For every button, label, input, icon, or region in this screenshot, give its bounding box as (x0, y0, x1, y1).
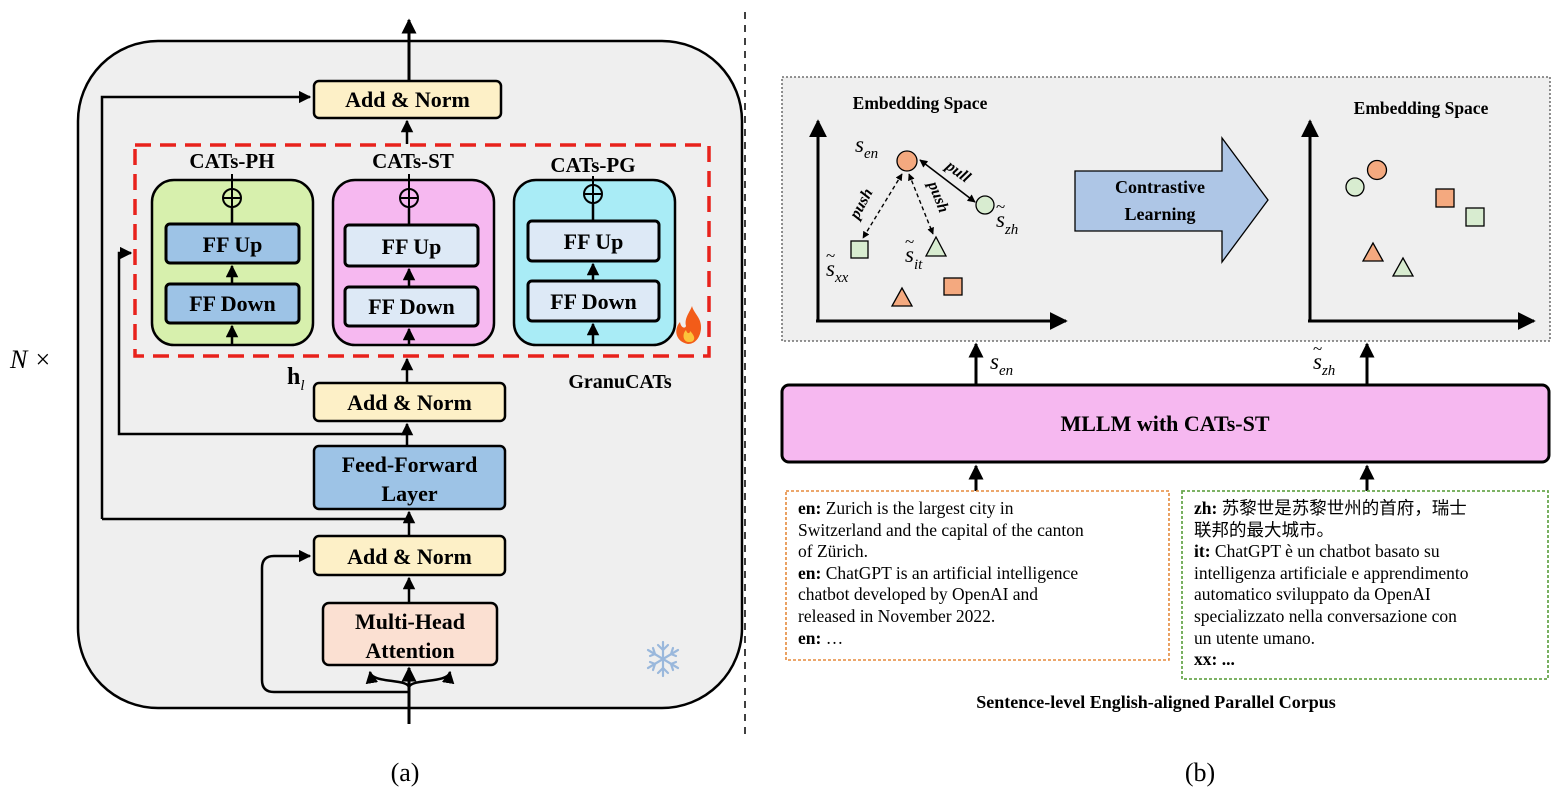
cats-st-ff-up (343, 223, 480, 268)
corpus-xx-lang: xx: (1194, 649, 1218, 670)
corpus-xx-text: ... (1221, 649, 1235, 670)
cats-st-ff-up-label: FF Up (382, 234, 442, 259)
tilde-output-s-zh: ~ (1313, 339, 1322, 358)
mllm-label: MLLM with CATs-ST (1060, 411, 1269, 436)
point-s-en (896, 150, 918, 172)
left-space-title: Embedding Space (853, 93, 988, 113)
corpus-it-l1: ChatGPT è un chatbot basato su (1214, 541, 1440, 562)
tilde-s-xx: ~ (826, 246, 835, 265)
cats-st-ff-down-label: FF Down (368, 294, 455, 319)
corpus-en-p1-l1: Zurich is the largest city in (825, 498, 1014, 518)
repeat-label: N × (9, 345, 51, 374)
aligned-point-green-triangle (1391, 256, 1415, 277)
cats-ph-ff-down-label: FF Down (189, 291, 276, 316)
corpus-en-p3-text: … (825, 627, 844, 648)
point-orange-square (943, 277, 963, 296)
panel-a: N × Add & Norm CATs-PH FF Up FF Down (9, 18, 744, 787)
caption-a: (a) (391, 758, 420, 787)
corpus-en-text: en: Zurich is the largest city in Switze… (788, 494, 1168, 653)
corpus-title: Sentence-level English-aligned Parallel … (976, 692, 1336, 712)
add-norm-mid-label: Add & Norm (347, 390, 472, 415)
hidden-state-label: hl (287, 364, 305, 394)
corpus-en-p1-l3: of Zürich. (798, 541, 868, 562)
point-orange-triangle (890, 286, 914, 307)
granucats-label: GranuCATs (568, 371, 672, 393)
aligned-point-orange-square (1435, 188, 1455, 208)
corpus-it-l3: automatico sviluppato da OpenAI (1194, 584, 1431, 605)
contrastive-learning-arrow (1074, 136, 1269, 264)
panel-b: Embedding Space push push pull sen szh ~… (780, 76, 1551, 787)
cats-pg-ff-down-label: FF Down (550, 289, 637, 314)
corpus-zh-lang: zh: (1194, 498, 1218, 518)
mllm-with-cats-st (780, 383, 1551, 464)
point-s-it (924, 235, 948, 257)
add-norm-top-label: Add & Norm (345, 87, 470, 112)
output-label-s-en: sen (990, 349, 1013, 379)
ffn-label-line1: Feed-Forward (342, 452, 478, 477)
tilde-s-it: ~ (905, 232, 914, 251)
snowflake-icon (646, 640, 680, 678)
output-label-s-zh: szh (1313, 349, 1335, 379)
tilde-s-zh: ~ (996, 197, 1005, 216)
caption-b: (b) (1185, 758, 1215, 787)
cats-ph-module: CATs-PH FF Up FF Down (150, 149, 315, 347)
corpus-it-l2: intelligenza artificiale e apprendimento (1194, 562, 1469, 583)
aligned-point-orange-circle (1366, 159, 1388, 181)
aligned-point-green-circle (1345, 177, 1365, 197)
add-norm-bottom (312, 534, 507, 577)
right-space-title: Embedding Space (1354, 98, 1489, 118)
cats-pg-module: CATs-PG FF Up FF Down (512, 153, 677, 347)
fire-icon (676, 306, 702, 344)
granucats-frame (133, 143, 711, 358)
feed-forward-layer (312, 444, 507, 511)
cats-ph-title: CATs-PH (189, 149, 274, 173)
corpus-multilingual-text: zh: 苏黎世是苏黎世州的首府，瑞士 联邦的最大城市。 it: ChatGPT … (1184, 494, 1548, 675)
cats-st-module: CATs-ST FF Up FF Down (331, 149, 496, 347)
multi-head-attention (321, 601, 499, 667)
corpus-en-p3-lang: en: (798, 627, 822, 648)
mha-label-line2: Attention (365, 638, 454, 663)
label-s-it: sit (905, 242, 923, 273)
aligned-point-green-square (1465, 207, 1485, 227)
corpus-it-l4: specializzato nella conversazione con (1194, 605, 1457, 626)
corpus-it-lang: it: (1194, 541, 1211, 562)
add-norm-top (312, 79, 503, 120)
ffn-label-line2: Layer (381, 481, 437, 506)
label-s-en: sen (855, 132, 878, 162)
point-s-xx (850, 240, 869, 259)
arrow-label-line1: Contrastive (1115, 177, 1205, 197)
cats-pg-title: CATs-PG (550, 153, 635, 177)
corpus-en-p2-lang: en: (798, 562, 822, 583)
cats-st-ff-down (343, 285, 480, 328)
corpus-zh-l1: 苏黎世是苏黎世州的首府，瑞士 (1221, 498, 1467, 518)
corpus-multilingual-box (1181, 490, 1549, 680)
label-s-xx: sxx (826, 256, 849, 286)
aligned-point-orange-triangle (1361, 241, 1385, 262)
cats-st-title: CATs-ST (372, 149, 454, 173)
point-s-zh (975, 195, 995, 215)
corpus-zh-l2: 联邦的最大城市。 (1194, 519, 1334, 540)
corpus-en-p2-l2: chatbot developed by OpenAI and (798, 584, 1039, 605)
label-s-zh: szh (996, 207, 1018, 238)
mha-label-line1: Multi-Head (355, 609, 465, 634)
add-norm-bottom-label: Add & Norm (347, 544, 472, 569)
arrow-label-line2: Learning (1124, 204, 1195, 224)
corpus-en-p1-lang: en: (798, 498, 822, 518)
cats-ph-ff-up-label: FF Up (203, 232, 263, 257)
corpus-en-box (785, 490, 1170, 661)
corpus-en-p1-l2: Switzerland and the capital of the canto… (798, 519, 1084, 540)
corpus-it-l5: un utente umano. (1194, 627, 1316, 648)
add-norm-mid (312, 381, 507, 423)
corpus-en-p2-l1: ChatGPT is an artificial intelligence (825, 562, 1079, 583)
corpus-en-p2-l3: released in November 2022. (798, 605, 996, 626)
cats-pg-ff-up-label: FF Up (564, 229, 624, 254)
